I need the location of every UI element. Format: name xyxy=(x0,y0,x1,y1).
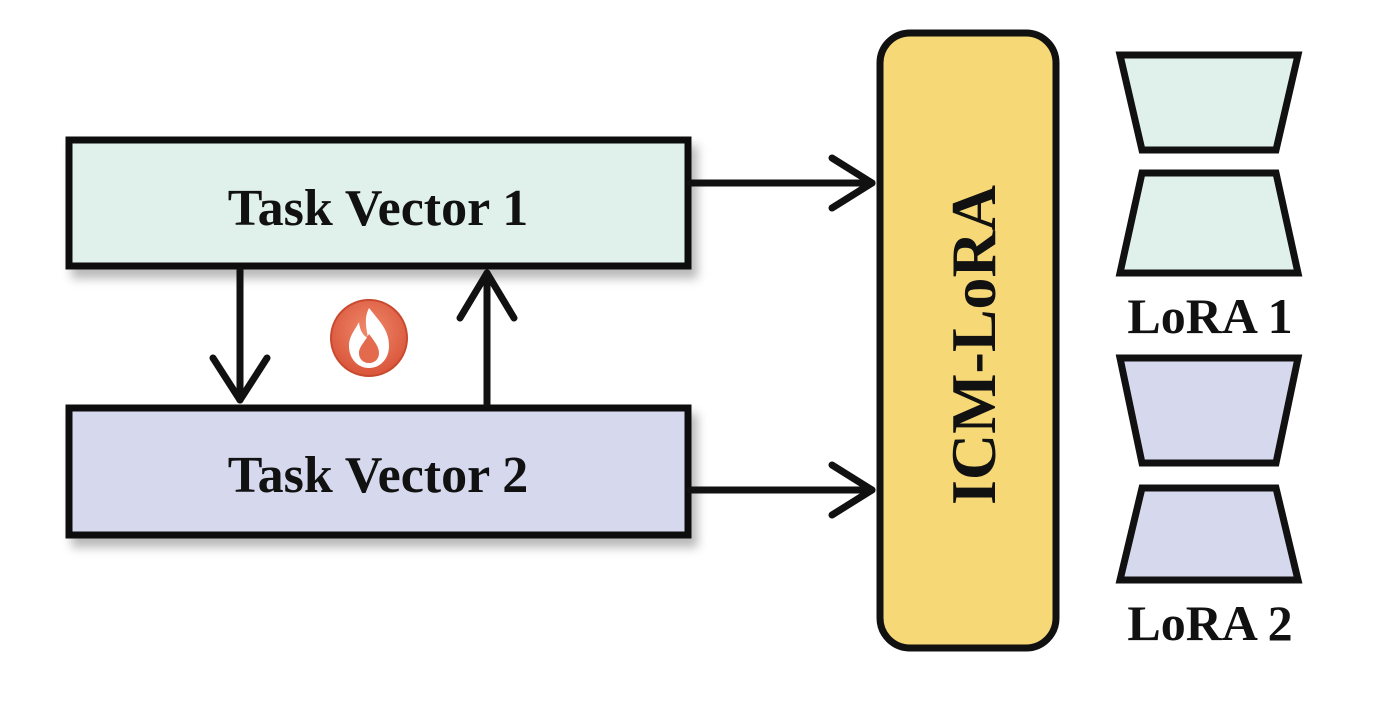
lora-2-up-projection xyxy=(1115,484,1303,584)
icm-lora-label: ICM-LoRA xyxy=(938,185,1009,505)
arrow-up-tv2-to-tv1 xyxy=(456,269,518,408)
task-vector-1-box: Task Vector 1 xyxy=(65,136,692,270)
arrow-down-tv1-to-tv2 xyxy=(209,266,271,404)
task-vector-2-box: Task Vector 2 xyxy=(65,404,692,539)
task-vector-1-rect xyxy=(65,136,692,270)
lora-2-down-projection xyxy=(1115,354,1303,467)
flame-icon xyxy=(330,299,408,377)
lora-1-label: LoRA 1 xyxy=(1127,288,1292,344)
lora-2-module: LoRA 2 xyxy=(1115,354,1303,651)
lora-2-label: LoRA 2 xyxy=(1127,595,1292,651)
arrow-tv2-to-icm-lora xyxy=(686,461,876,519)
lora-1-down-projection xyxy=(1115,51,1303,154)
icm-lora-box: ICM-LoRA xyxy=(876,29,1060,652)
task-vector-1-label: Task Vector 1 xyxy=(228,180,529,237)
task-vector-2-label: Task Vector 2 xyxy=(228,447,529,504)
lora-1-module: LoRA 1 xyxy=(1115,51,1303,344)
arrow-tv1-to-icm-lora xyxy=(686,154,876,212)
icm-lora-rect xyxy=(876,29,1060,652)
task-vector-2-rect xyxy=(65,404,692,539)
lora-1-up-projection xyxy=(1115,169,1303,277)
